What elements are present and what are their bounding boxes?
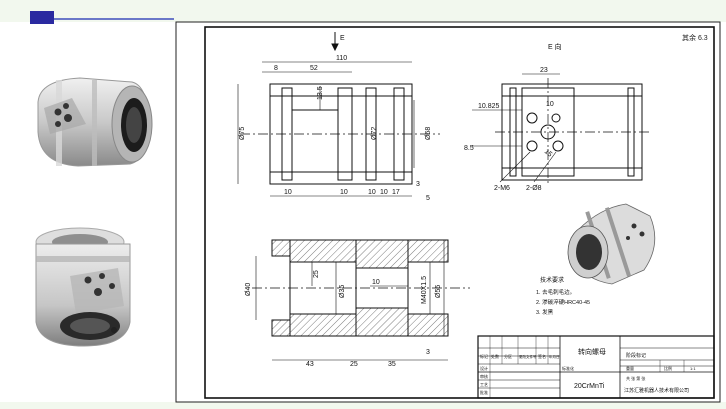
dim-17: 17 [392,189,400,196]
tb-part-name: 转向螺母 [578,347,606,356]
tb-stage: 阶段标记 [626,352,646,359]
tb-col-date: 年月日 [549,354,560,359]
tb-col-sign: 签名 [538,353,546,359]
label-2-phi8: 2-Ø8 [526,185,542,192]
section-view-dimensions [255,240,448,361]
dim-phi40: Ø40 [245,283,252,296]
tb-col-doc: 更改文件号 [519,354,537,359]
view-e-title: E 向 [548,42,562,51]
tb-process: 工艺 [480,382,488,387]
tb-scale-value: 1:1 [690,366,696,371]
dim-52: 52 [310,65,318,72]
dim-m40: M40X1.5 [421,276,428,304]
dim-groove-10-c: 10 [368,189,376,196]
dim-sec-25: 25 [313,270,320,278]
dim-5: 5 [426,195,430,202]
side-view [495,78,650,186]
front-view [240,32,440,185]
dim-phi55: Ø55 [435,285,442,298]
section-view [252,239,470,337]
tech-req-title: 技术要求 [540,276,564,284]
dim-sec-3: 3 [426,349,430,356]
tb-col-zone: 分区 [504,353,512,359]
dim-43: 43 [306,361,314,368]
slide-accent-block [30,11,54,24]
part-photo-bottom [35,227,131,347]
tb-design: 设计 [480,365,488,371]
slide-accent-line [54,18,174,20]
tb-col-mark: 标记 [480,353,488,359]
dim-8-5: 8.5 [464,145,474,152]
dim-side-10: 10 [546,101,554,108]
tech-req-item-2: 2. 渗碳淬硬HRC40-45 [536,298,590,306]
tb-sheet: 共 张 第 张 [626,375,645,381]
label-2-m6: 2-M6 [494,185,510,192]
front-view-dimensions [237,61,415,197]
slide-bottom-band [0,402,726,409]
roughness-note: 其余 6.3 [682,33,708,42]
technical-requirements: 技术要求 1. 去毛刺毛边。 2. 渗碳淬硬HRC40-45 3. 发黑 [536,276,590,316]
dim-groove-10-d: 10 [380,189,388,196]
dim-110: 110 [336,55,347,62]
side-view-dimensions [472,73,560,183]
dim-phi75: Ø75 [239,127,246,140]
tb-weight: 重量 [626,365,634,371]
dim-phi72: Ø72 [371,127,378,140]
tb-material: 20CrMnTi [574,383,605,390]
dim-groove-10-a: 10 [284,189,292,196]
tb-company: 江苏汇雅机器人技术有限公司 [624,387,689,394]
tb-check: 审核 [480,373,488,379]
tb-col-count: 处数 [491,353,499,359]
dim-3: 3 [416,181,420,188]
tb-scale: 比例 [664,365,672,371]
dim-10-825: 10.825 [478,103,500,110]
dim-phi35: Ø35 [339,285,346,298]
slide-top-band [0,0,726,22]
view-e-marker: E [340,35,345,42]
dim-35: 35 [388,361,396,368]
dim-8: 8 [274,65,278,72]
dim-13-5: 13.5 [317,86,324,100]
roughness-label: 其余 6.3 [682,33,708,42]
isometric-render [567,203,656,285]
tb-std: 标准化 [562,365,574,371]
tb-approve: 批准 [480,389,488,395]
title-block [477,335,715,399]
part-photo-top [37,77,153,167]
dim-sec-10: 10 [372,279,380,286]
dim-phi68: Ø68 [425,127,432,140]
tech-req-item-3: 3. 发黑 [536,308,554,316]
dim-groove-10-b: 10 [340,189,348,196]
tech-req-item-1: 1. 去毛刺毛边。 [536,288,575,296]
dim-23: 23 [540,67,548,74]
dim-sec-25-b: 25 [350,361,358,368]
dim-15: 15 [543,148,554,158]
